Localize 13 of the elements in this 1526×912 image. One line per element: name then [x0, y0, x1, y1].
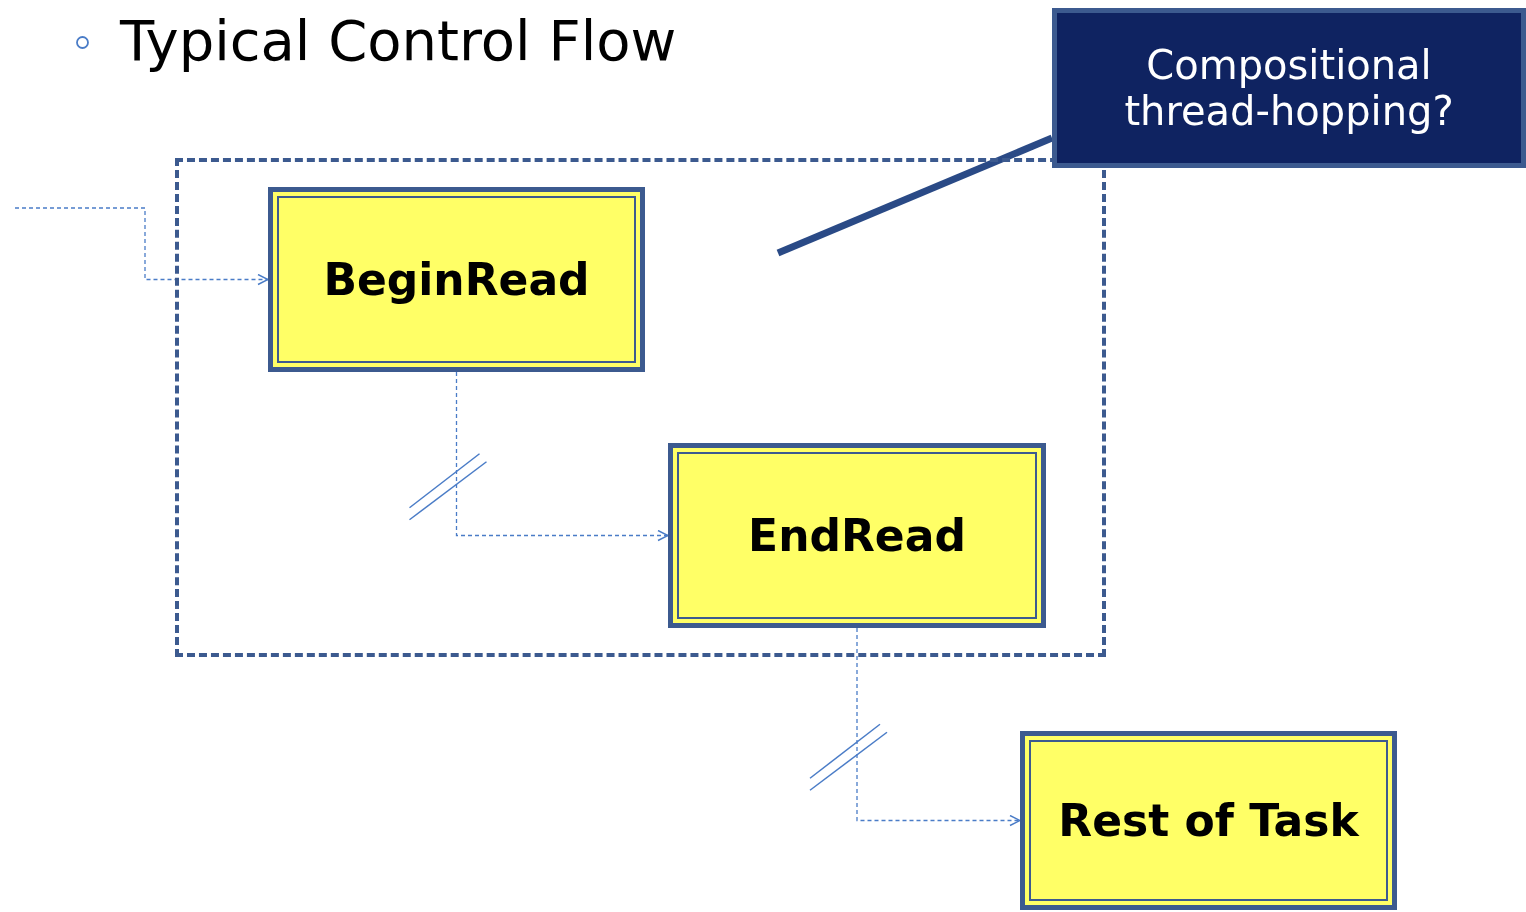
node-label: EndRead	[748, 508, 966, 563]
callout-box	[1052, 8, 1526, 168]
arrow	[856, 627, 1021, 827]
arrow	[14, 207, 269, 286]
dashed-group-box	[175, 158, 1106, 657]
title: Typical Control Flow	[120, 7, 677, 75]
callout-text: Compositional thread-hopping?	[1123, 42, 1455, 134]
process-box	[1020, 731, 1397, 910]
process-box	[268, 187, 645, 372]
node-label: BeginRead	[323, 252, 590, 307]
arrow	[455, 371, 669, 542]
node-label: Rest of Task	[1058, 793, 1359, 848]
process-box	[668, 443, 1046, 628]
